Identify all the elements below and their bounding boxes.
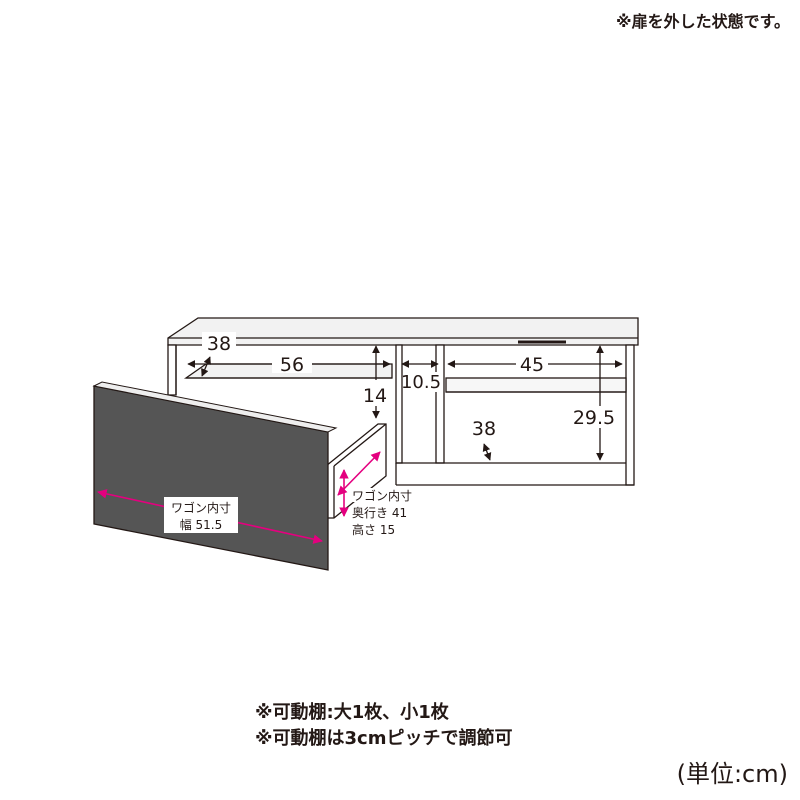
wagon-side [325, 423, 387, 519]
wagon-front-title: ワゴン内寸 [171, 500, 231, 515]
center-divider [395, 344, 403, 464]
wagon-front-panel [93, 385, 329, 571]
footer-notes: ※可動棚:大1枚、小1枚 ※可動棚は3cmピッチで調節可 [255, 700, 512, 752]
cabinet-top [167, 317, 639, 346]
label-56: 56 [280, 354, 304, 376]
footer-note-pitch: ※可動棚は3cmピッチで調節可 [255, 728, 513, 749]
label-38-left: 38 [207, 333, 231, 355]
right-small-shelf [445, 377, 627, 393]
unit-label: (単位:cm) [676, 760, 788, 788]
label-45: 45 [520, 354, 544, 376]
wagon-side-height: 高さ 15 [352, 522, 395, 537]
dim-arrow-38-left [201, 356, 211, 377]
left-outer-side [167, 344, 177, 396]
label-29-5: 29.5 [573, 407, 615, 429]
center-inner-panel [435, 344, 445, 464]
label-14: 14 [363, 385, 387, 407]
wagon-front-width: 幅 51.5 [180, 517, 223, 532]
wagon-front-panel-edge [92, 381, 338, 433]
wagon-side-depth: 奥行き 41 [352, 506, 407, 520]
right-outer-side [625, 344, 635, 486]
cabinet-body [167, 317, 639, 486]
footer-note-shelves: ※可動棚:大1枚、小1枚 [255, 702, 449, 723]
label-10-5: 10.5 [401, 372, 441, 393]
header-note: ※扉を外した状態です。 [616, 12, 790, 31]
wagon-side-title: ワゴン内寸 [352, 488, 412, 503]
label-38-right: 38 [472, 418, 496, 440]
dim-arrow-38-right [482, 443, 492, 461]
